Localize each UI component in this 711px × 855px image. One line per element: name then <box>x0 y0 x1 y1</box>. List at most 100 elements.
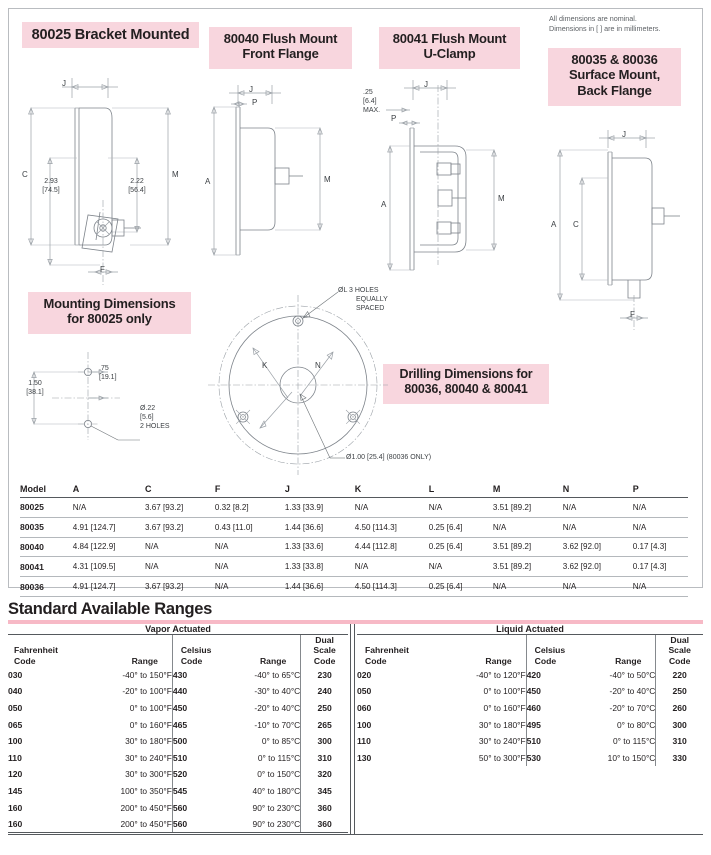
dim-2-93-in: 2.93 <box>44 178 58 185</box>
dim-cell: N/A <box>632 576 688 597</box>
dim-cell: N/A <box>144 537 215 558</box>
dim-75-mm: [19.1] <box>99 373 117 381</box>
dim-cell-model: 80035 <box>20 517 73 538</box>
cell-fahrenheit-range: 0° to 100°F <box>71 699 173 717</box>
dim-25-max: .25 [6.4] MAX. <box>363 89 389 115</box>
liquid-f-code-l1: Fahrenheit <box>365 645 409 656</box>
dim-col-header-l: L <box>428 484 435 494</box>
dim-25-mm: [6.4] <box>363 97 377 105</box>
cell-dual-scale-code: 250 <box>317 702 332 713</box>
cell-celsius-code: 450 <box>172 702 188 713</box>
title-drilling-dimensions: Drilling Dimensions for 80036, 80040 & 8… <box>383 364 549 404</box>
dim-hole-22: Ø.22 [5.6] 2 HOLES <box>140 405 186 431</box>
cell-celsius-range: -20° to 40°C <box>229 699 302 717</box>
callout-80035-J: J <box>622 130 626 139</box>
callout-80035-F: F <box>630 310 635 319</box>
liquid-f-code-l2: Code <box>365 655 387 666</box>
callout-80040-A: A <box>205 177 211 186</box>
dim-cell: 1.44 [36.6] <box>284 517 355 538</box>
dim-cell: N/A <box>562 517 633 538</box>
dim-cell: 3.67 [93.2] <box>144 517 215 538</box>
cell-celsius-code: 560 <box>172 802 188 813</box>
cell-fahrenheit-code: 160 <box>8 815 72 833</box>
dim-cell: 0.32 [8.2] <box>214 497 285 518</box>
cell-celsius-code: 500 <box>172 736 188 747</box>
dim-cell: 3.67 [93.2] <box>144 497 215 518</box>
vapor-group-header: Vapor Actuated <box>8 624 348 635</box>
cell-celsius-range: -40° to 65°C <box>229 666 302 684</box>
cell-celsius-range: -10° to 70°C <box>229 716 302 733</box>
cell-fahrenheit-range: 0° to 160°F <box>71 716 173 733</box>
section-heading-ranges: Standard Available Ranges <box>8 600 213 618</box>
cell-celsius-range: -20° to 70°C <box>583 699 657 717</box>
cell-celsius-code: 465 <box>172 719 188 730</box>
table-divider-right <box>354 624 355 834</box>
dim-cell: N/A <box>632 517 688 538</box>
pink-rule <box>8 620 703 624</box>
cell-celsius-range: 10° to 150°C <box>583 749 657 767</box>
cell-fahrenheit-range: 30° to 240°F <box>424 732 527 750</box>
cell-dual-scale-code: 310 <box>672 736 687 747</box>
dim-hole-22-dia: Ø.22 <box>140 405 156 412</box>
dim-cell-model: 80040 <box>20 537 73 558</box>
dim-col-header-model: Model <box>20 484 46 494</box>
dim-cell: 1.33 [33.6] <box>284 537 355 558</box>
dim-75: .75 [19.1] <box>99 365 129 383</box>
title-mounting-dimensions: Mounting Dimensions for 80025 only <box>28 292 191 334</box>
cell-fahrenheit-code: 030 <box>8 669 23 680</box>
cell-celsius-code: 460 <box>526 702 541 713</box>
dim-col-header-n: N <box>562 484 570 494</box>
dim-hole-22-count: 2 HOLES <box>140 422 170 430</box>
cell-celsius-range: 0° to 115°C <box>229 749 302 767</box>
cell-celsius-range: 90° to 230°C <box>229 815 302 833</box>
cell-dual-scale-code: 360 <box>300 815 348 833</box>
cell-dual-scale-code: 320 <box>317 769 332 780</box>
liquid-c-range-header: Range <box>583 634 657 667</box>
cell-fahrenheit-range: 30° to 300°F <box>71 766 173 783</box>
dim-cell: 1.33 [33.8] <box>284 556 355 578</box>
dim-col-header-a: A <box>72 484 80 494</box>
dim-cell-model: 80025 <box>20 497 73 518</box>
cell-celsius-code: 430 <box>172 669 188 680</box>
title-80035-80036: 80035 & 80036 Surface Mount, Back Flange <box>548 48 681 106</box>
dim-cell: 3.51 [89.2] <box>492 497 563 518</box>
dim-75-in: .75 <box>99 365 109 372</box>
cell-dual-scale-code: 230 <box>317 669 332 680</box>
nominal-dimensions-note: All dimensions are nominal. Dimensions i… <box>549 14 699 35</box>
cell-dual-scale-code: 360 <box>317 802 332 813</box>
dim-1-50: 1.50 [38.1] <box>18 380 52 398</box>
dim-cell: 3.62 [92.0] <box>562 537 633 558</box>
title-80035-line3: Back Flange <box>577 82 652 98</box>
cell-dual-scale-code: 330 <box>672 752 687 763</box>
dim-25-max-label: MAX. <box>363 106 381 114</box>
dim-cell: N/A <box>144 556 215 578</box>
cell-celsius-code: 495 <box>526 719 541 730</box>
cell-fahrenheit-range: 50° to 300°F <box>424 749 527 767</box>
vapor-c-range-header: Range <box>229 634 302 667</box>
cell-fahrenheit-code: 020 <box>357 669 372 680</box>
cell-celsius-code: 560 <box>172 815 230 833</box>
vapor-f-code-l1: Fahrenheit <box>14 645 58 656</box>
cell-celsius-code: 545 <box>172 785 188 796</box>
callout-80035-A: A <box>551 220 557 229</box>
cell-dual-scale-code: 260 <box>672 702 687 713</box>
cell-fahrenheit-code: 110 <box>357 736 371 747</box>
callout-80040-M: M <box>324 175 331 184</box>
cell-fahrenheit-range: 0° to 100°F <box>424 683 527 700</box>
